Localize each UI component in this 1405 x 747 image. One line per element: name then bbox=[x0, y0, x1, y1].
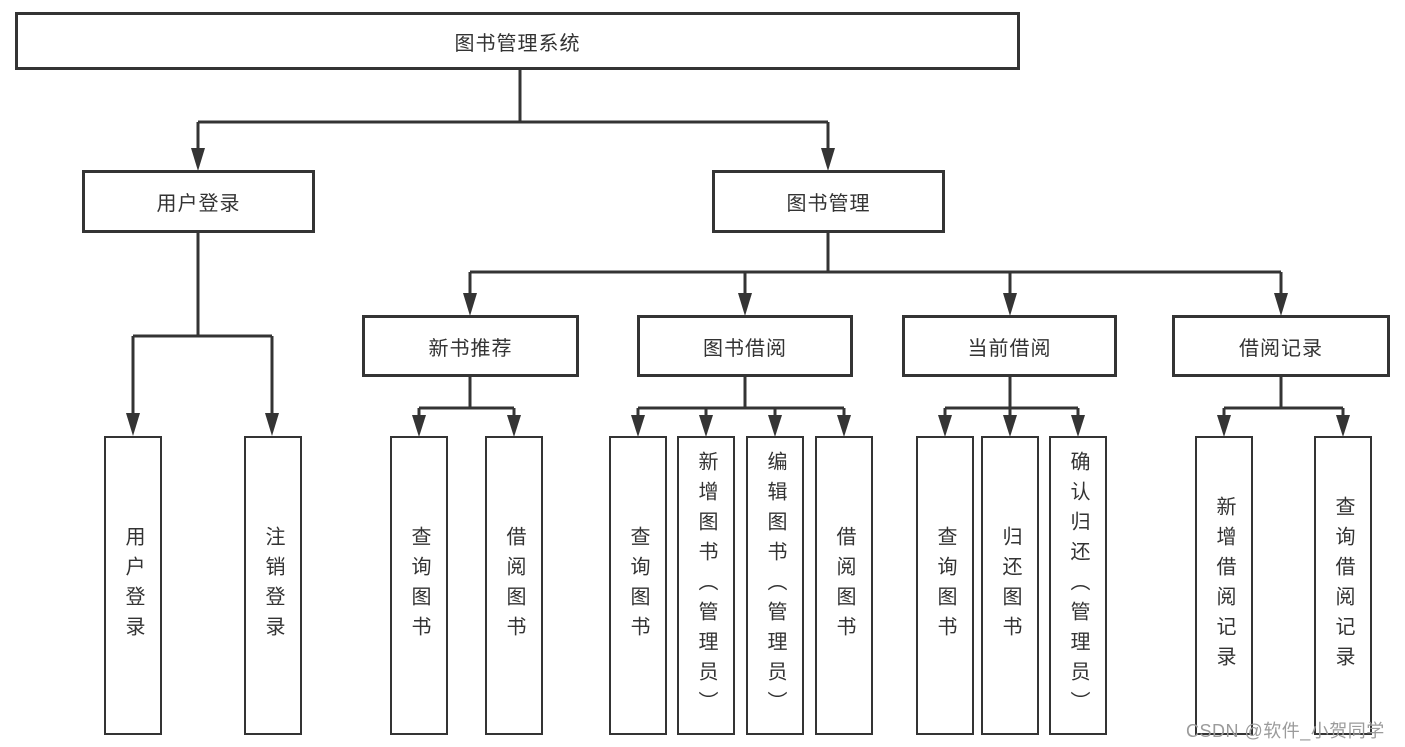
leaf-borrow-book: 借阅图书 bbox=[815, 436, 873, 735]
leaf-label: 查询图书 bbox=[934, 525, 956, 646]
node-new-book-recommend: 新书推荐 bbox=[362, 315, 579, 377]
leaf-query-book-current: 查询图书 bbox=[916, 436, 974, 735]
node-label: 新书推荐 bbox=[428, 337, 513, 360]
leaf-query-book-borrow: 查询图书 bbox=[609, 436, 667, 735]
node-borrow-records: 借阅记录 bbox=[1172, 315, 1390, 377]
leaf-add-borrow-record: 新增借阅记录 bbox=[1195, 436, 1253, 735]
leaf-edit-book-admin: 编辑图书（管理员） bbox=[746, 436, 804, 735]
node-label: 图书管理系统 bbox=[454, 32, 581, 55]
leaf-label: 注销登录 bbox=[262, 525, 284, 646]
leaf-logout: 注销登录 bbox=[244, 436, 302, 735]
leaf-label: 查询图书 bbox=[408, 525, 430, 646]
node-book-manage: 图书管理 bbox=[712, 170, 945, 233]
leaf-label: 编辑图书（管理员） bbox=[764, 450, 786, 721]
node-user-login: 用户登录 bbox=[82, 170, 315, 233]
node-label: 借阅记录 bbox=[1239, 337, 1323, 360]
node-book-borrow: 图书借阅 bbox=[637, 315, 853, 377]
leaf-query-borrow-record: 查询借阅记录 bbox=[1314, 436, 1372, 735]
leaf-borrow-book-recommend: 借阅图书 bbox=[485, 436, 543, 735]
leaf-label: 查询图书 bbox=[627, 525, 649, 646]
node-label: 用户登录 bbox=[156, 193, 241, 215]
leaf-user-login: 用户登录 bbox=[104, 436, 162, 735]
leaf-query-book-recommend: 查询图书 bbox=[390, 436, 448, 735]
node-label: 图书借阅 bbox=[703, 337, 787, 360]
leaf-label: 确认归还（管理员） bbox=[1067, 450, 1089, 721]
node-current-borrow: 当前借阅 bbox=[902, 315, 1117, 377]
leaf-label: 借阅图书 bbox=[833, 525, 855, 646]
node-label: 图书管理 bbox=[786, 193, 871, 215]
leaf-add-book-admin: 新增图书（管理员） bbox=[677, 436, 735, 735]
leaf-label: 新增借阅记录 bbox=[1213, 495, 1235, 676]
leaf-confirm-return-admin: 确认归还（管理员） bbox=[1049, 436, 1107, 735]
node-library-system: 图书管理系统 bbox=[15, 12, 1020, 70]
leaf-label: 新增图书（管理员） bbox=[695, 450, 717, 721]
leaf-label: 查询借阅记录 bbox=[1332, 495, 1354, 676]
node-label: 当前借阅 bbox=[967, 337, 1052, 360]
leaf-label: 借阅图书 bbox=[503, 525, 525, 646]
leaf-label: 归还图书 bbox=[999, 525, 1021, 646]
csdn-watermark: CSDN @软件_小贺同学 bbox=[1186, 721, 1385, 741]
leaf-label: 用户登录 bbox=[122, 525, 144, 646]
leaf-return-book: 归还图书 bbox=[981, 436, 1039, 735]
